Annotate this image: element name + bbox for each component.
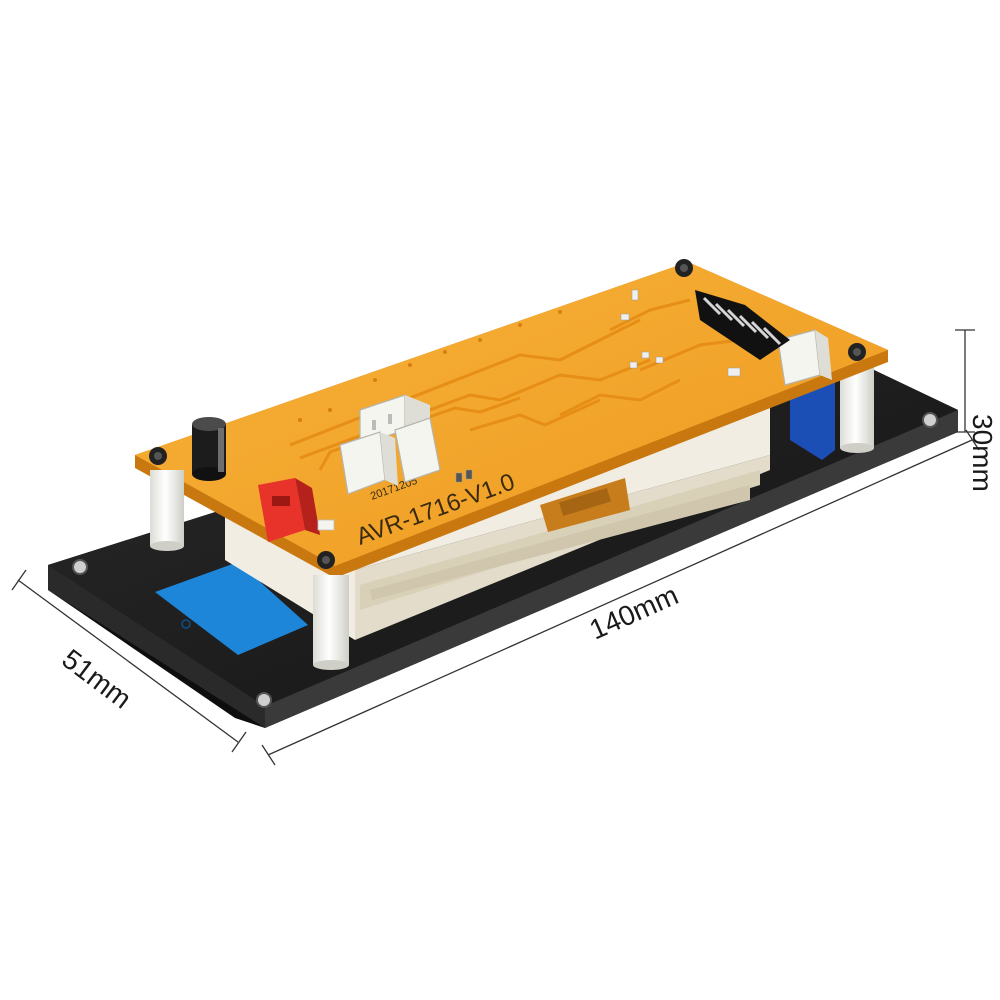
orange-pcb: AVR-1716-V1.0 20171205 <box>135 259 888 578</box>
pcb-vias <box>298 310 562 422</box>
header-pins <box>695 290 790 360</box>
electrolytic-capacitor <box>192 417 226 481</box>
white-connector-2 <box>339 417 441 495</box>
mount-hole <box>256 692 272 708</box>
blue-protective-film <box>155 562 308 655</box>
pcb-screw <box>317 551 335 569</box>
display-module <box>225 380 835 640</box>
red-connector <box>258 478 335 542</box>
pcb-traces <box>289 298 741 471</box>
pcb-screw <box>675 259 693 277</box>
dimension-lines <box>11 329 980 766</box>
smd-components <box>455 289 741 483</box>
pcb-screw <box>149 447 167 465</box>
mount-hole <box>72 559 88 575</box>
ribbon-cable <box>540 478 630 532</box>
dimension-label-height: 30mm <box>967 414 998 492</box>
mount-hole <box>922 412 938 428</box>
standoff-left <box>150 470 184 551</box>
dimension-label-width: 51mm <box>56 643 137 715</box>
bluetooth-module <box>790 380 835 460</box>
dimension-label-length: 140mm <box>585 579 683 645</box>
white-connector-right <box>777 329 832 386</box>
pcb-screw <box>848 343 866 361</box>
standoff-front <box>313 575 349 670</box>
